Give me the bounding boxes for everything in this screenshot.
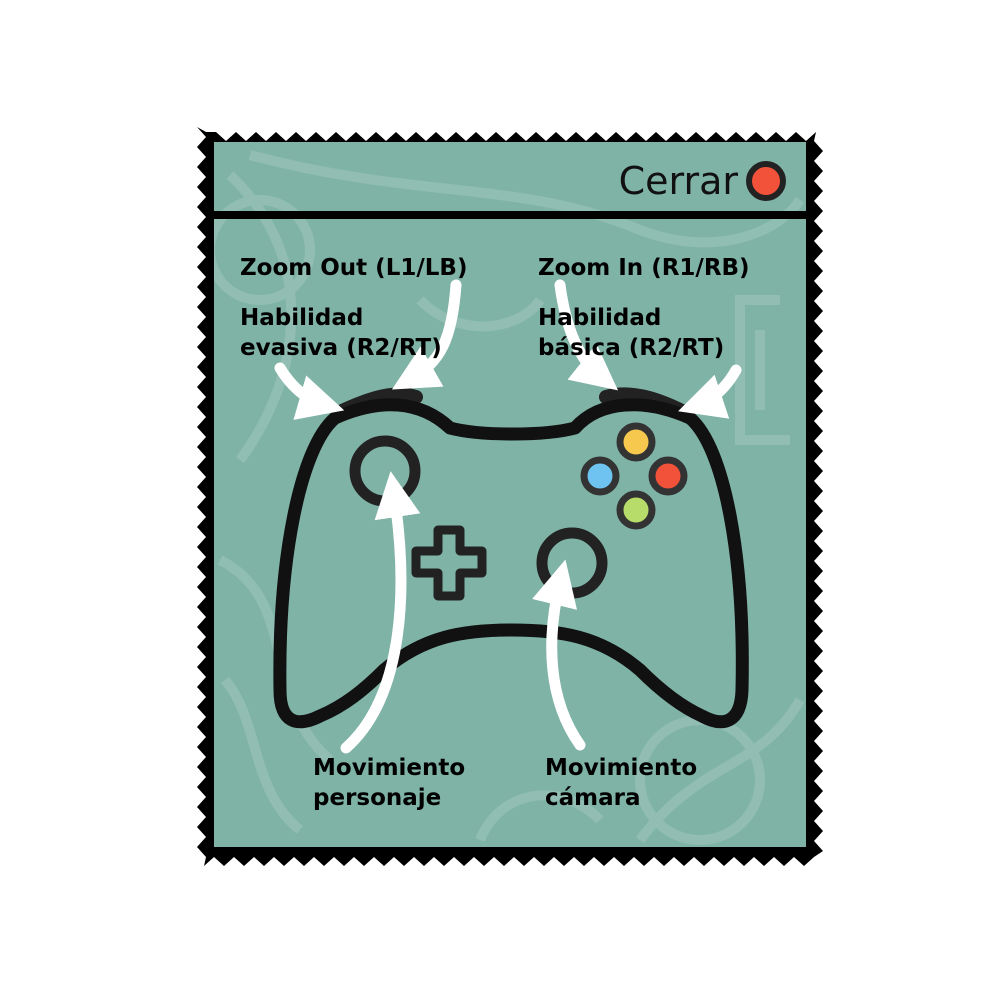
label-evasive-line1: Habilidad — [240, 305, 363, 331]
arrow-move-camera — [532, 559, 586, 751]
face-button-left — [580, 456, 620, 496]
red-dot-icon[interactable] — [746, 161, 786, 201]
label-basic-line2: básica (R2/RT) — [538, 335, 724, 361]
header-divider — [210, 211, 810, 219]
close-button[interactable]: Cerrar — [619, 159, 786, 203]
close-label[interactable]: Cerrar — [619, 159, 739, 203]
label-move-character-line2: personaje — [313, 785, 441, 811]
arrow-basic — [678, 364, 742, 419]
face-button-bottom — [616, 490, 656, 530]
labels: Zoom Out (L1/LB) Zoom In (R1/RB) Habilid… — [240, 255, 750, 811]
face-button-right — [648, 456, 688, 496]
arrow-evasive — [274, 362, 345, 420]
label-zoom-in: Zoom In (R1/RB) — [538, 255, 750, 281]
arrow-zoom-out — [391, 279, 462, 390]
label-evasive-line2: evasiva (R2/RT) — [240, 335, 442, 361]
label-move-camera-line1: Movimiento — [545, 755, 697, 781]
arrows — [274, 279, 742, 754]
label-basic-line1: Habilidad — [538, 305, 661, 331]
face-button-top — [616, 422, 656, 462]
left-stick — [349, 435, 421, 507]
label-zoom-out: Zoom Out (L1/LB) — [240, 255, 467, 281]
right-stick — [536, 527, 608, 599]
label-move-character-line1: Movimiento — [313, 755, 465, 781]
arrow-move-character — [340, 471, 421, 754]
arrow-zoom-in — [554, 279, 619, 391]
label-move-camera-line2: cámara — [545, 785, 641, 811]
dpad — [411, 525, 487, 601]
